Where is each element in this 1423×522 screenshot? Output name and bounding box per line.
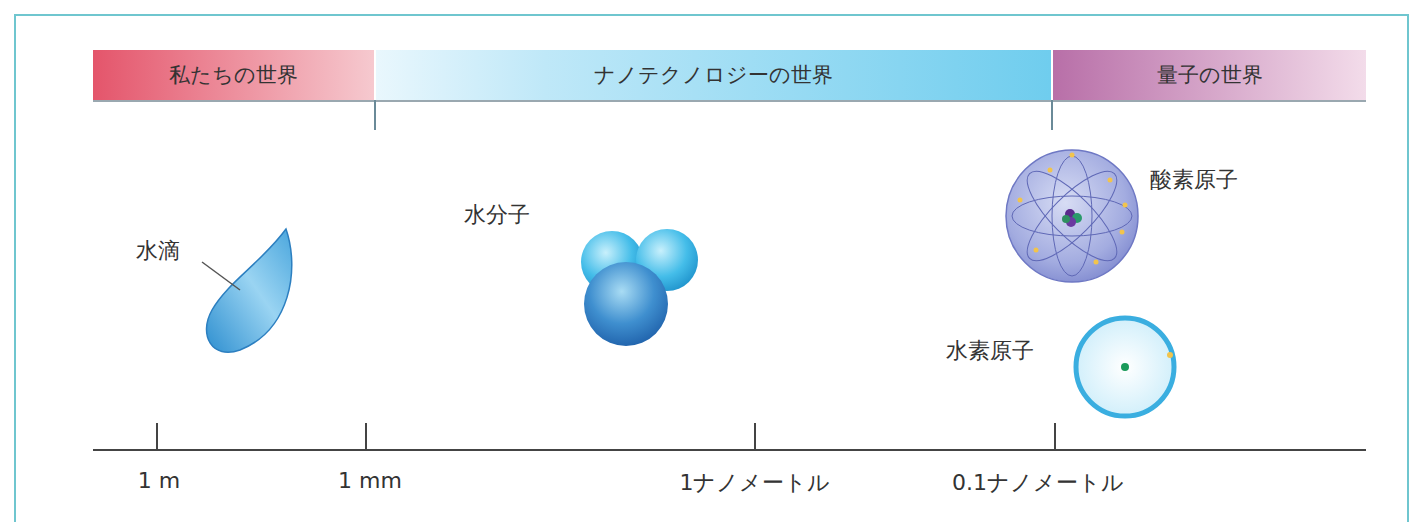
part-label: 水素原子 <box>946 336 1034 366</box>
scale-label: 1ナノメートル <box>680 468 831 498</box>
part-label: 水分子 <box>464 200 530 230</box>
part-label: 水滴 <box>136 236 180 266</box>
world-band: 私たちの世界 <box>93 50 374 100</box>
part-label: 酸素原子 <box>1150 165 1238 195</box>
world-band: 量子の世界 <box>1053 50 1366 100</box>
band-title: 私たちの世界 <box>169 61 298 89</box>
band-title: 量子の世界 <box>1157 61 1263 89</box>
scale-label: 0.1ナノメートル <box>952 468 1124 498</box>
scale-label: 1 m <box>138 468 180 493</box>
band-title: ナノテクノロジーの世界 <box>594 61 833 89</box>
scale-label: 1 mm <box>338 468 402 493</box>
world-band: ナノテクノロジーの世界 <box>376 50 1051 100</box>
